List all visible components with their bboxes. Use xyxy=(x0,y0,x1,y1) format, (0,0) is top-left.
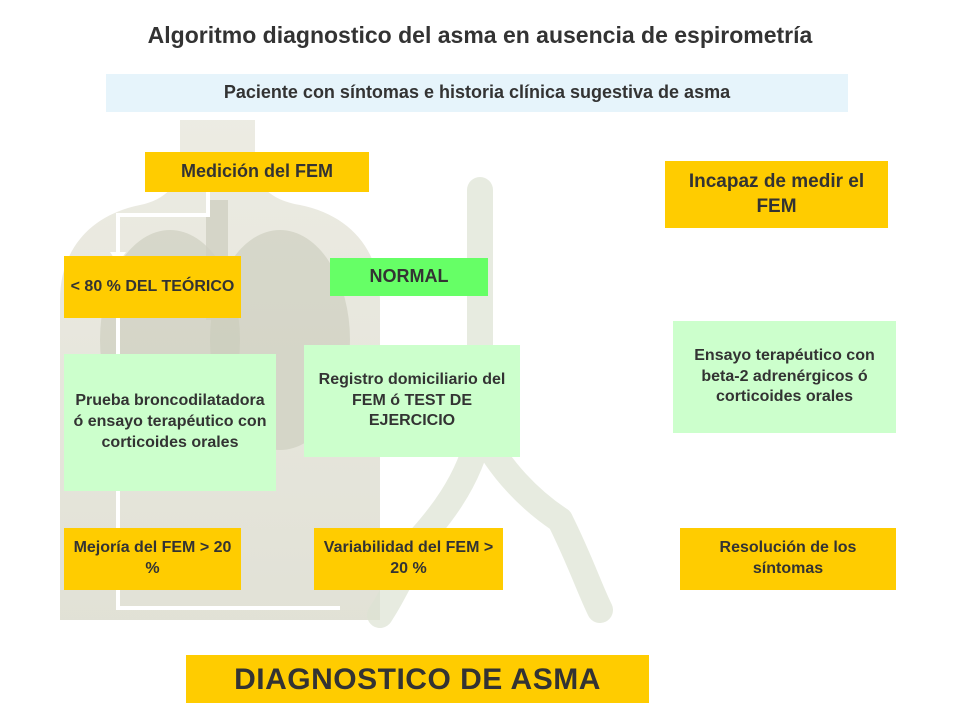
unable-fem-box: Incapaz de medir el FEM xyxy=(665,161,888,228)
resolution-box: Resolución de los síntomas xyxy=(680,528,896,590)
normal-box: NORMAL xyxy=(330,258,488,296)
diagnosis-box: DIAGNOSTICO DE ASMA xyxy=(186,655,649,703)
variability-box: Variabilidad del FEM > 20 % xyxy=(314,528,503,590)
beta2-trial-box: Ensayo terapéutico con beta-2 adrenérgic… xyxy=(673,321,896,433)
fem-improve-box: Mejoría del FEM > 20 % xyxy=(64,528,241,590)
patient-box: Paciente con síntomas e historia clínica… xyxy=(106,74,848,112)
fem-measure-box: Medición del FEM xyxy=(145,152,369,192)
bronchodilator-box: Prueba broncodilatadora ó ensayo terapéu… xyxy=(64,354,276,491)
home-record-box: Registro domiciliario del FEM ó TEST DE … xyxy=(304,345,520,457)
page-title: Algoritmo diagnostico del asma en ausenc… xyxy=(147,22,813,48)
connector-lines xyxy=(116,190,340,610)
below-80-box: < 80 % DEL TEÓRICO xyxy=(64,256,241,318)
